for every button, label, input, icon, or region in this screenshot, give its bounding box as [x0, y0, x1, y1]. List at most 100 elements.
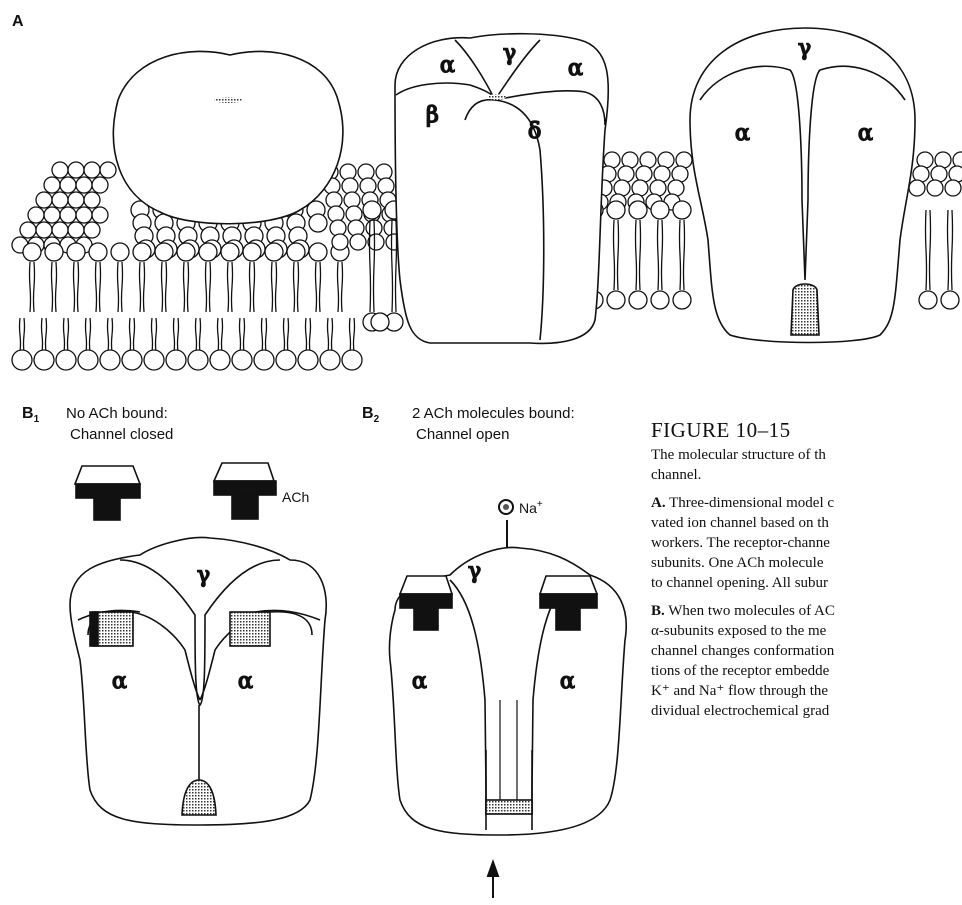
- lipid-head: [909, 180, 925, 196]
- lipid-head: [20, 222, 36, 238]
- lipid-head: [298, 350, 318, 370]
- lipid-head: [320, 350, 340, 370]
- lipid-tail: [349, 318, 354, 352]
- lipid-head: [12, 350, 32, 370]
- lipid-head: [44, 177, 60, 193]
- lipid-tail: [85, 318, 90, 352]
- lipid-head: [232, 350, 252, 370]
- lipid-head: [651, 201, 669, 219]
- lipid-tail: [283, 318, 288, 352]
- panel-b1-caption: No ACh bound:: [66, 405, 168, 422]
- lipid-tail: [29, 262, 34, 312]
- lipid-tail: [183, 262, 188, 312]
- lipid-head: [221, 243, 239, 261]
- receptor-exterior-view: [113, 51, 342, 223]
- lipid-tail: [95, 262, 100, 312]
- lipid-tail: [261, 318, 266, 352]
- lipid-tail: [161, 262, 166, 312]
- lipid-tail: [19, 318, 24, 352]
- lipid-head: [607, 201, 625, 219]
- panel-a-letter: A: [12, 13, 24, 30]
- lipid-head: [243, 243, 261, 261]
- gamma-subunit-label: γ: [798, 36, 811, 61]
- lipid-head: [68, 222, 84, 238]
- receptor-subunit-model: α γ α β δ: [395, 34, 608, 344]
- lipid-head: [265, 243, 283, 261]
- lipid-head: [309, 214, 327, 232]
- lipid-tail: [227, 262, 232, 312]
- lipid-head: [84, 192, 100, 208]
- lipid-head: [78, 350, 98, 370]
- lipid-tail: [327, 318, 332, 352]
- figure-caption: FIGURE 10–15 The molecular structure of …: [651, 418, 962, 721]
- lipid-tail: [305, 318, 310, 352]
- lipid-tail: [63, 318, 68, 352]
- lipid-tail: [151, 318, 156, 352]
- panel-b1-letter: B1: [22, 405, 40, 425]
- alpha-subunit-label: α: [735, 121, 750, 146]
- lipid-tail: [657, 220, 662, 290]
- lipid-head: [166, 350, 186, 370]
- lipid-head: [350, 234, 366, 250]
- ach-label: ACh: [282, 489, 309, 505]
- lipid-head: [36, 192, 52, 208]
- lipid-tail: [293, 262, 298, 312]
- lipid-tail: [239, 318, 244, 352]
- lipid-head: [52, 192, 68, 208]
- alpha-subunit-label: α: [858, 121, 873, 146]
- panel-b2-letter: B2: [362, 405, 380, 425]
- gamma-subunit-label: γ: [503, 41, 516, 66]
- alpha-subunit-label: α: [560, 669, 575, 694]
- alpha-subunit-label: α: [412, 669, 427, 694]
- closed-channel: γ α α: [70, 537, 326, 825]
- lipid-tail: [107, 318, 112, 352]
- lipid-head: [68, 192, 84, 208]
- figure-subtitle: The molecular structure of th channel.: [651, 445, 962, 485]
- lipid-head: [941, 291, 959, 309]
- lipid-head: [84, 162, 100, 178]
- lipid-head: [45, 243, 63, 261]
- lipid-tail: [613, 220, 618, 290]
- ion-flow-arrow-out: [488, 862, 498, 898]
- lipid-head: [44, 207, 60, 223]
- lipid-head: [100, 350, 120, 370]
- lipid-head: [92, 177, 108, 193]
- lipid-head: [76, 177, 92, 193]
- lipid-head: [607, 291, 625, 309]
- figure-title: FIGURE 10–15: [651, 418, 962, 443]
- lipid-head: [92, 207, 108, 223]
- receptor-cutaway: γ α α: [690, 28, 915, 343]
- lipid-head: [309, 243, 327, 261]
- lipid-head: [67, 243, 85, 261]
- lipid-tail: [195, 318, 200, 352]
- alpha-subunit-label: α: [568, 56, 583, 81]
- lipid-head: [155, 243, 173, 261]
- caption-paragraph-a: A. Three-dimensional model c vated ion c…: [651, 493, 962, 593]
- lipid-head: [673, 291, 691, 309]
- lipid-tail: [51, 262, 56, 312]
- lipid-head: [60, 207, 76, 223]
- lipid-tail: [271, 262, 276, 312]
- lipid-head: [210, 350, 230, 370]
- lipid-head: [100, 162, 116, 178]
- lipid-head: [332, 234, 348, 250]
- lipid-tail: [73, 262, 78, 312]
- lipid-head: [177, 243, 195, 261]
- lipid-head: [89, 243, 107, 261]
- lipid-head: [52, 222, 68, 238]
- lipid-head: [111, 243, 129, 261]
- lipid-head: [84, 222, 100, 238]
- lipid-head: [56, 350, 76, 370]
- lipid-tail: [315, 262, 320, 312]
- sodium-label: Na+: [519, 499, 543, 516]
- lipid-head: [36, 222, 52, 238]
- lipid-head: [76, 207, 92, 223]
- lipid-head: [188, 350, 208, 370]
- lipid-head: [673, 201, 691, 219]
- gamma-subunit-label: γ: [197, 563, 210, 588]
- lipid-head: [28, 207, 44, 223]
- lipid-head: [287, 243, 305, 261]
- lipid-head: [927, 180, 943, 196]
- lipid-head: [363, 201, 381, 219]
